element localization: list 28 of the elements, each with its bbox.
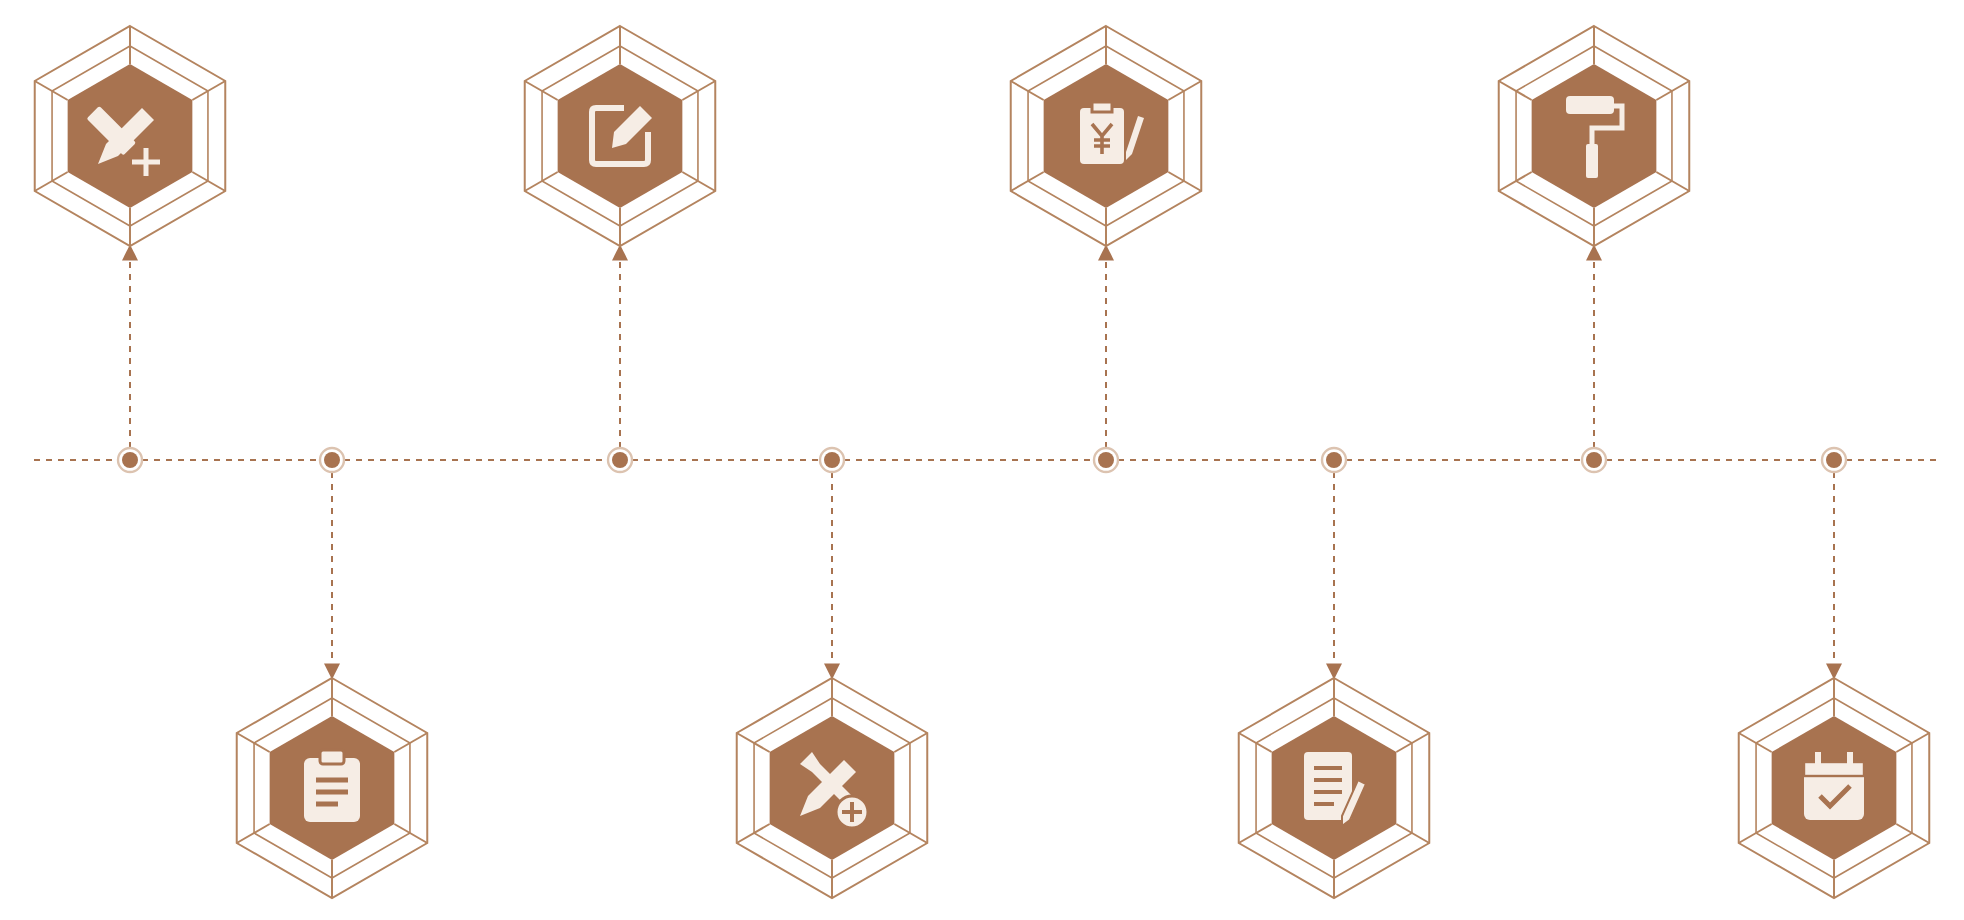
dashed-arrow	[1826, 471, 1842, 680]
dashed-arrow	[824, 471, 840, 680]
hexagon-badge	[734, 676, 930, 900]
timeline-dot	[318, 446, 346, 474]
dashed-arrow	[1326, 471, 1342, 680]
timeline-line	[1345, 459, 1583, 461]
hexagon-badge	[1496, 24, 1692, 248]
timeline-dot	[116, 446, 144, 474]
timeline-dot	[1092, 446, 1120, 474]
timeline-dot	[606, 446, 634, 474]
hexagon-badge	[1736, 676, 1932, 900]
timeline-dot	[1580, 446, 1608, 474]
dashed-arrow	[612, 244, 628, 449]
timeline-line	[141, 459, 321, 461]
dashed-arrow	[1586, 244, 1602, 449]
timeline-dot	[818, 446, 846, 474]
dashed-arrow	[122, 244, 138, 449]
timeline-dot	[1320, 446, 1348, 474]
hexagon-badge	[1236, 676, 1432, 900]
hexagon-badge	[1008, 24, 1204, 248]
hexagon-badge	[32, 24, 228, 248]
timeline-line	[631, 459, 821, 461]
dashed-arrow	[324, 471, 340, 680]
dashed-arrow	[1098, 244, 1114, 449]
timeline-line	[843, 459, 1095, 461]
hexagon-badge	[234, 676, 430, 900]
timeline-dot	[1820, 446, 1848, 474]
hexagon-badge	[522, 24, 718, 248]
